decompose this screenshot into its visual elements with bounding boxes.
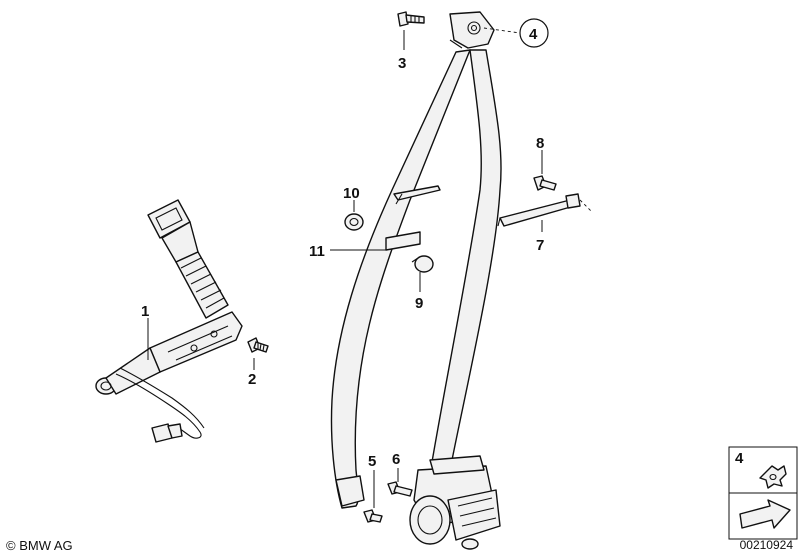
speed-nut-icon (759, 465, 787, 489)
copyright-text: © BMW AG (6, 538, 73, 553)
label-part-5: 5 (368, 453, 376, 470)
washer-part-10 (344, 213, 364, 231)
bracket-part-7 (497, 193, 581, 227)
label-part-7: 7 (536, 237, 544, 254)
label-part-10: 10 (343, 185, 360, 202)
label-part-2: 2 (248, 371, 256, 388)
seat-belt-buckle-assembly (95, 199, 243, 443)
bolt-part-6 (387, 481, 413, 497)
bolt-part-3 (397, 11, 425, 27)
bolt-part-2 (247, 337, 269, 353)
label-part-11: 11 (309, 243, 325, 260)
detail-inset-4: 4 (728, 446, 798, 540)
label-part-1: 1 (141, 303, 149, 320)
label-part-4: 4 (529, 26, 538, 43)
bolt-part-5 (363, 509, 383, 523)
document-number: 00210924 (739, 538, 793, 552)
cap-part-9 (411, 255, 434, 273)
label-part-8: 8 (536, 135, 544, 152)
label-part-6: 6 (392, 451, 400, 468)
detail-label: 4 (735, 450, 744, 467)
belt-retractor (409, 455, 501, 550)
leader-lines (147, 27, 593, 508)
label-part-3: 3 (398, 55, 406, 72)
label-part-9: 9 (415, 295, 423, 312)
callout-circle-4 (519, 18, 549, 48)
seat-belt-strap (330, 11, 502, 509)
arrow-icon (739, 499, 791, 529)
bolt-part-8 (533, 175, 557, 191)
